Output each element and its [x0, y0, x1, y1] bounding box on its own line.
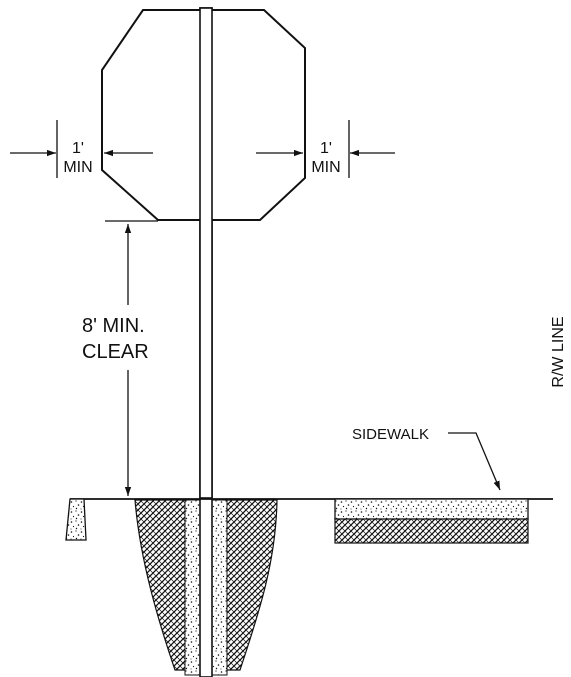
sidewalk-base [334, 517, 529, 544]
left-dim-label-value: 1' [72, 140, 84, 157]
left-dim-label-unit: MIN [63, 159, 92, 176]
right-dim-label-value: 1' [320, 140, 332, 157]
sidewalk-slab [334, 498, 529, 520]
sidewalk-label: SIDEWALK [352, 426, 429, 443]
curb [65, 498, 87, 541]
right-dim-label-unit: MIN [311, 159, 340, 176]
clearance-label-line1: 8' MIN. [82, 315, 145, 337]
row-line-label: R/W LINE [550, 316, 567, 387]
footing-fill-right [211, 499, 228, 676]
sidewalk-leader-arrow [448, 432, 501, 491]
clearance-label-line2: CLEAR [82, 341, 149, 363]
footing-fill-left [184, 499, 201, 676]
sign-post-front [199, 7, 213, 499]
